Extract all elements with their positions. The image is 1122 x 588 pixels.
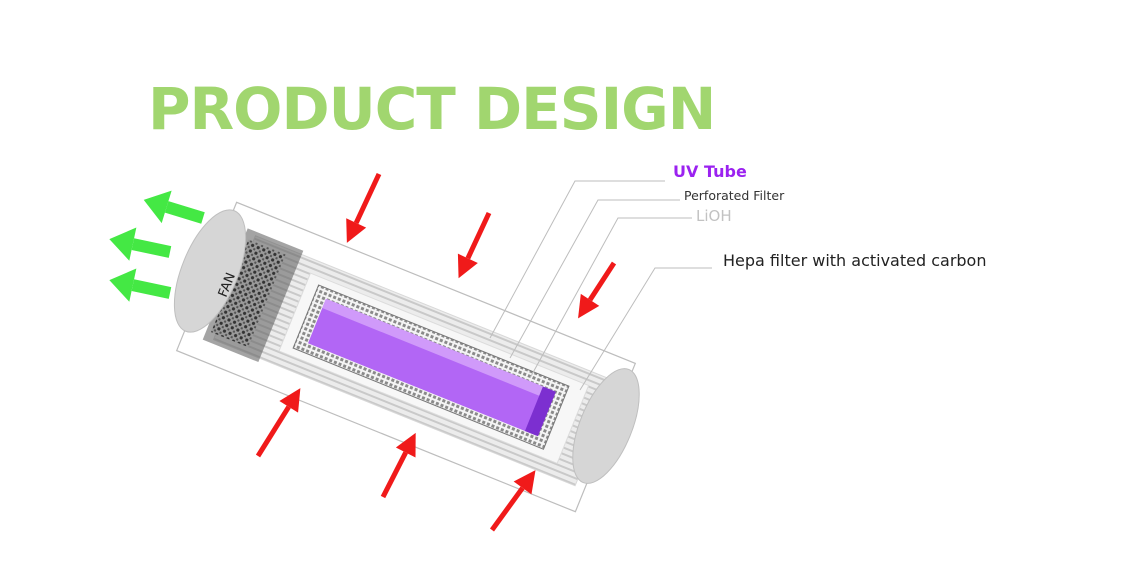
exhaust-arrow-icon bbox=[109, 268, 172, 302]
lioh-label: LiOH bbox=[696, 207, 732, 225]
hepa-filter-label: Hepa filter with activated carbon bbox=[723, 251, 987, 270]
page-title: PRODUCT DESIGN bbox=[148, 75, 716, 143]
uv-tube bbox=[307, 298, 555, 436]
leader-lines bbox=[489, 180, 712, 391]
intake-arrow-icon bbox=[255, 388, 301, 458]
intake-arrow-icon bbox=[380, 432, 416, 499]
intake-arrows bbox=[255, 172, 617, 532]
exhaust-arrow-icon bbox=[109, 227, 172, 261]
carbon-media bbox=[211, 239, 286, 348]
purifier-tube bbox=[175, 201, 637, 513]
intake-arrow-icon bbox=[457, 211, 492, 279]
uv-tube-leader bbox=[489, 180, 665, 339]
hepa-leader bbox=[579, 267, 712, 391]
intake-arrow-icon bbox=[489, 470, 536, 532]
lioh-leader bbox=[529, 217, 692, 379]
exhaust-arrows bbox=[109, 190, 205, 302]
exhaust-arrow-icon bbox=[143, 190, 205, 224]
perforated-filter-leader bbox=[509, 199, 680, 359]
uv-tube-highlight bbox=[322, 298, 555, 401]
perforated-filter-label: Perforated Filter bbox=[684, 188, 785, 203]
uv-tube-label: UV Tube bbox=[673, 162, 747, 181]
uv-tube-cap bbox=[524, 386, 556, 437]
fan-end-cap bbox=[173, 209, 247, 333]
intake-arrow-icon bbox=[578, 261, 617, 319]
rear-end-cap bbox=[572, 368, 640, 484]
intake-arrow-icon bbox=[346, 172, 382, 243]
